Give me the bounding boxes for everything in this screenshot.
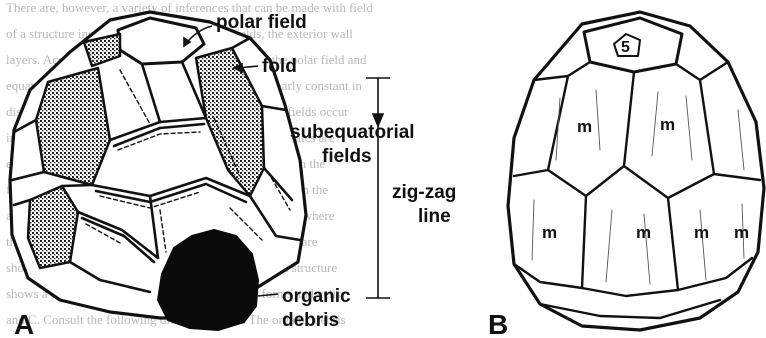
field-mark-m-1: m (577, 117, 592, 136)
zigzag-label-line2: line (418, 206, 451, 227)
subequatorial-label-line2: fields (322, 146, 372, 167)
organic-debris-label-line2: debris (282, 310, 339, 331)
zigzag-label-line1: zig-zag (392, 182, 456, 203)
fold-left-lower (28, 186, 78, 268)
field-mark-m-3: m (542, 223, 557, 242)
background-text-line: There are, however, a variety of inferen… (6, 0, 373, 15)
fold-label: fold (262, 56, 297, 77)
field-mark-m-5: m (694, 223, 709, 242)
polar-field-label: polar field (216, 12, 307, 33)
fold-left-upper (36, 68, 110, 185)
field-mark-m-4: m (636, 223, 651, 242)
field-mark-m-2: m (660, 115, 675, 134)
subequatorial-label-line1: subequatorial (290, 122, 415, 143)
field-mark-m-6: m (734, 223, 749, 242)
panel-b-letter: B (488, 309, 508, 338)
organic-debris-label-line1: organic (282, 286, 351, 307)
panel-a-letter: A (14, 309, 34, 338)
panel-b-cyst (508, 12, 764, 330)
polar-number-label: 5 (621, 39, 630, 56)
